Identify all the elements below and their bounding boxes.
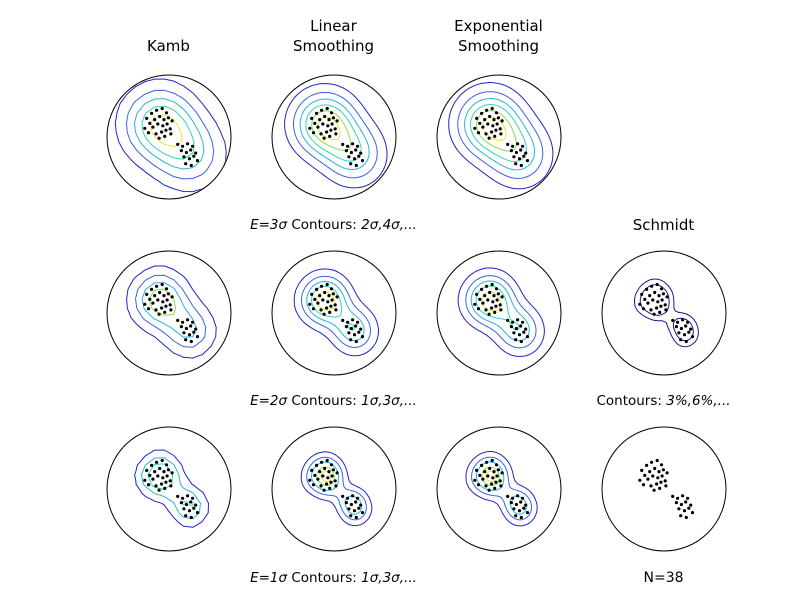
column-title-kamb: Kamb xyxy=(147,36,190,55)
figure-grid: Kamb Linear Smoothing Exponential Smooth… xyxy=(86,6,746,592)
caption-e3sigma-levels: 2σ,4σ,... xyxy=(361,217,417,233)
caption-e1sigma: E=1σ Contours: 1σ,3σ,... xyxy=(86,564,581,592)
stereonet-kamb-exponential-e3sigma xyxy=(436,74,561,200)
caption-e2sigma-levels: 1σ,3σ,... xyxy=(361,393,417,409)
caption-e2sigma: E=2σ Contours: 1σ,3σ,... xyxy=(86,388,581,414)
plot-cell xyxy=(86,238,251,388)
stereonet-schmidt-scatter xyxy=(601,426,726,552)
stereonet-kamb-linear-e3sigma xyxy=(271,74,396,200)
stereonet-kamb-linear-e1sigma xyxy=(271,426,396,552)
stereonet-kamb-none-e1sigma xyxy=(106,426,231,552)
stereonet-kamb-none-e2sigma xyxy=(106,250,231,376)
caption-e1sigma-math-prefix: E=1σ xyxy=(250,570,288,586)
caption-e3sigma-math-prefix: E=3σ xyxy=(250,217,288,233)
spacer xyxy=(581,6,746,62)
spacer xyxy=(581,62,746,212)
caption-e1sigma-text: Contours: xyxy=(287,570,362,586)
stereonet-kamb-exponential-e2sigma xyxy=(436,250,561,376)
stereonet-schmidt-contours xyxy=(601,250,726,376)
plot-cell xyxy=(251,414,416,564)
plot-cell xyxy=(581,414,746,564)
caption-e2sigma-math-prefix: E=2σ xyxy=(250,393,288,409)
column-title-exponential-smoothing: Exponential Smoothing xyxy=(454,17,543,55)
plot-cell xyxy=(251,238,416,388)
plot-cell xyxy=(416,414,581,564)
plot-cell xyxy=(86,414,251,564)
caption-e3sigma: E=3σ Contours: 2σ,4σ,... xyxy=(86,212,581,238)
caption-e3sigma-text: Contours: xyxy=(287,217,362,233)
stereonet-kamb-exponential-e1sigma xyxy=(436,426,561,552)
column-title-schmidt: Schmidt xyxy=(632,216,695,234)
plot-cell xyxy=(251,62,416,212)
caption-point-count: N=38 xyxy=(643,570,684,586)
column-title-linear-smoothing: Linear Smoothing xyxy=(292,17,375,55)
caption-schmidt-contours: Contours: 3%,6%,... xyxy=(581,388,746,414)
caption-e2sigma-text: Contours: xyxy=(287,393,362,409)
plot-cell xyxy=(581,238,746,388)
caption-e1sigma-levels: 1σ,3σ,... xyxy=(361,570,417,586)
plot-cell xyxy=(86,62,251,212)
stereonet-kamb-linear-e2sigma xyxy=(271,250,396,376)
caption-schmidt-levels: 3%,6%,... xyxy=(666,393,731,409)
caption-schmidt-text: Contours: xyxy=(596,393,667,409)
plot-cell xyxy=(416,238,581,388)
stereonet-kamb-none-e3sigma xyxy=(106,74,231,200)
plot-cell xyxy=(416,62,581,212)
